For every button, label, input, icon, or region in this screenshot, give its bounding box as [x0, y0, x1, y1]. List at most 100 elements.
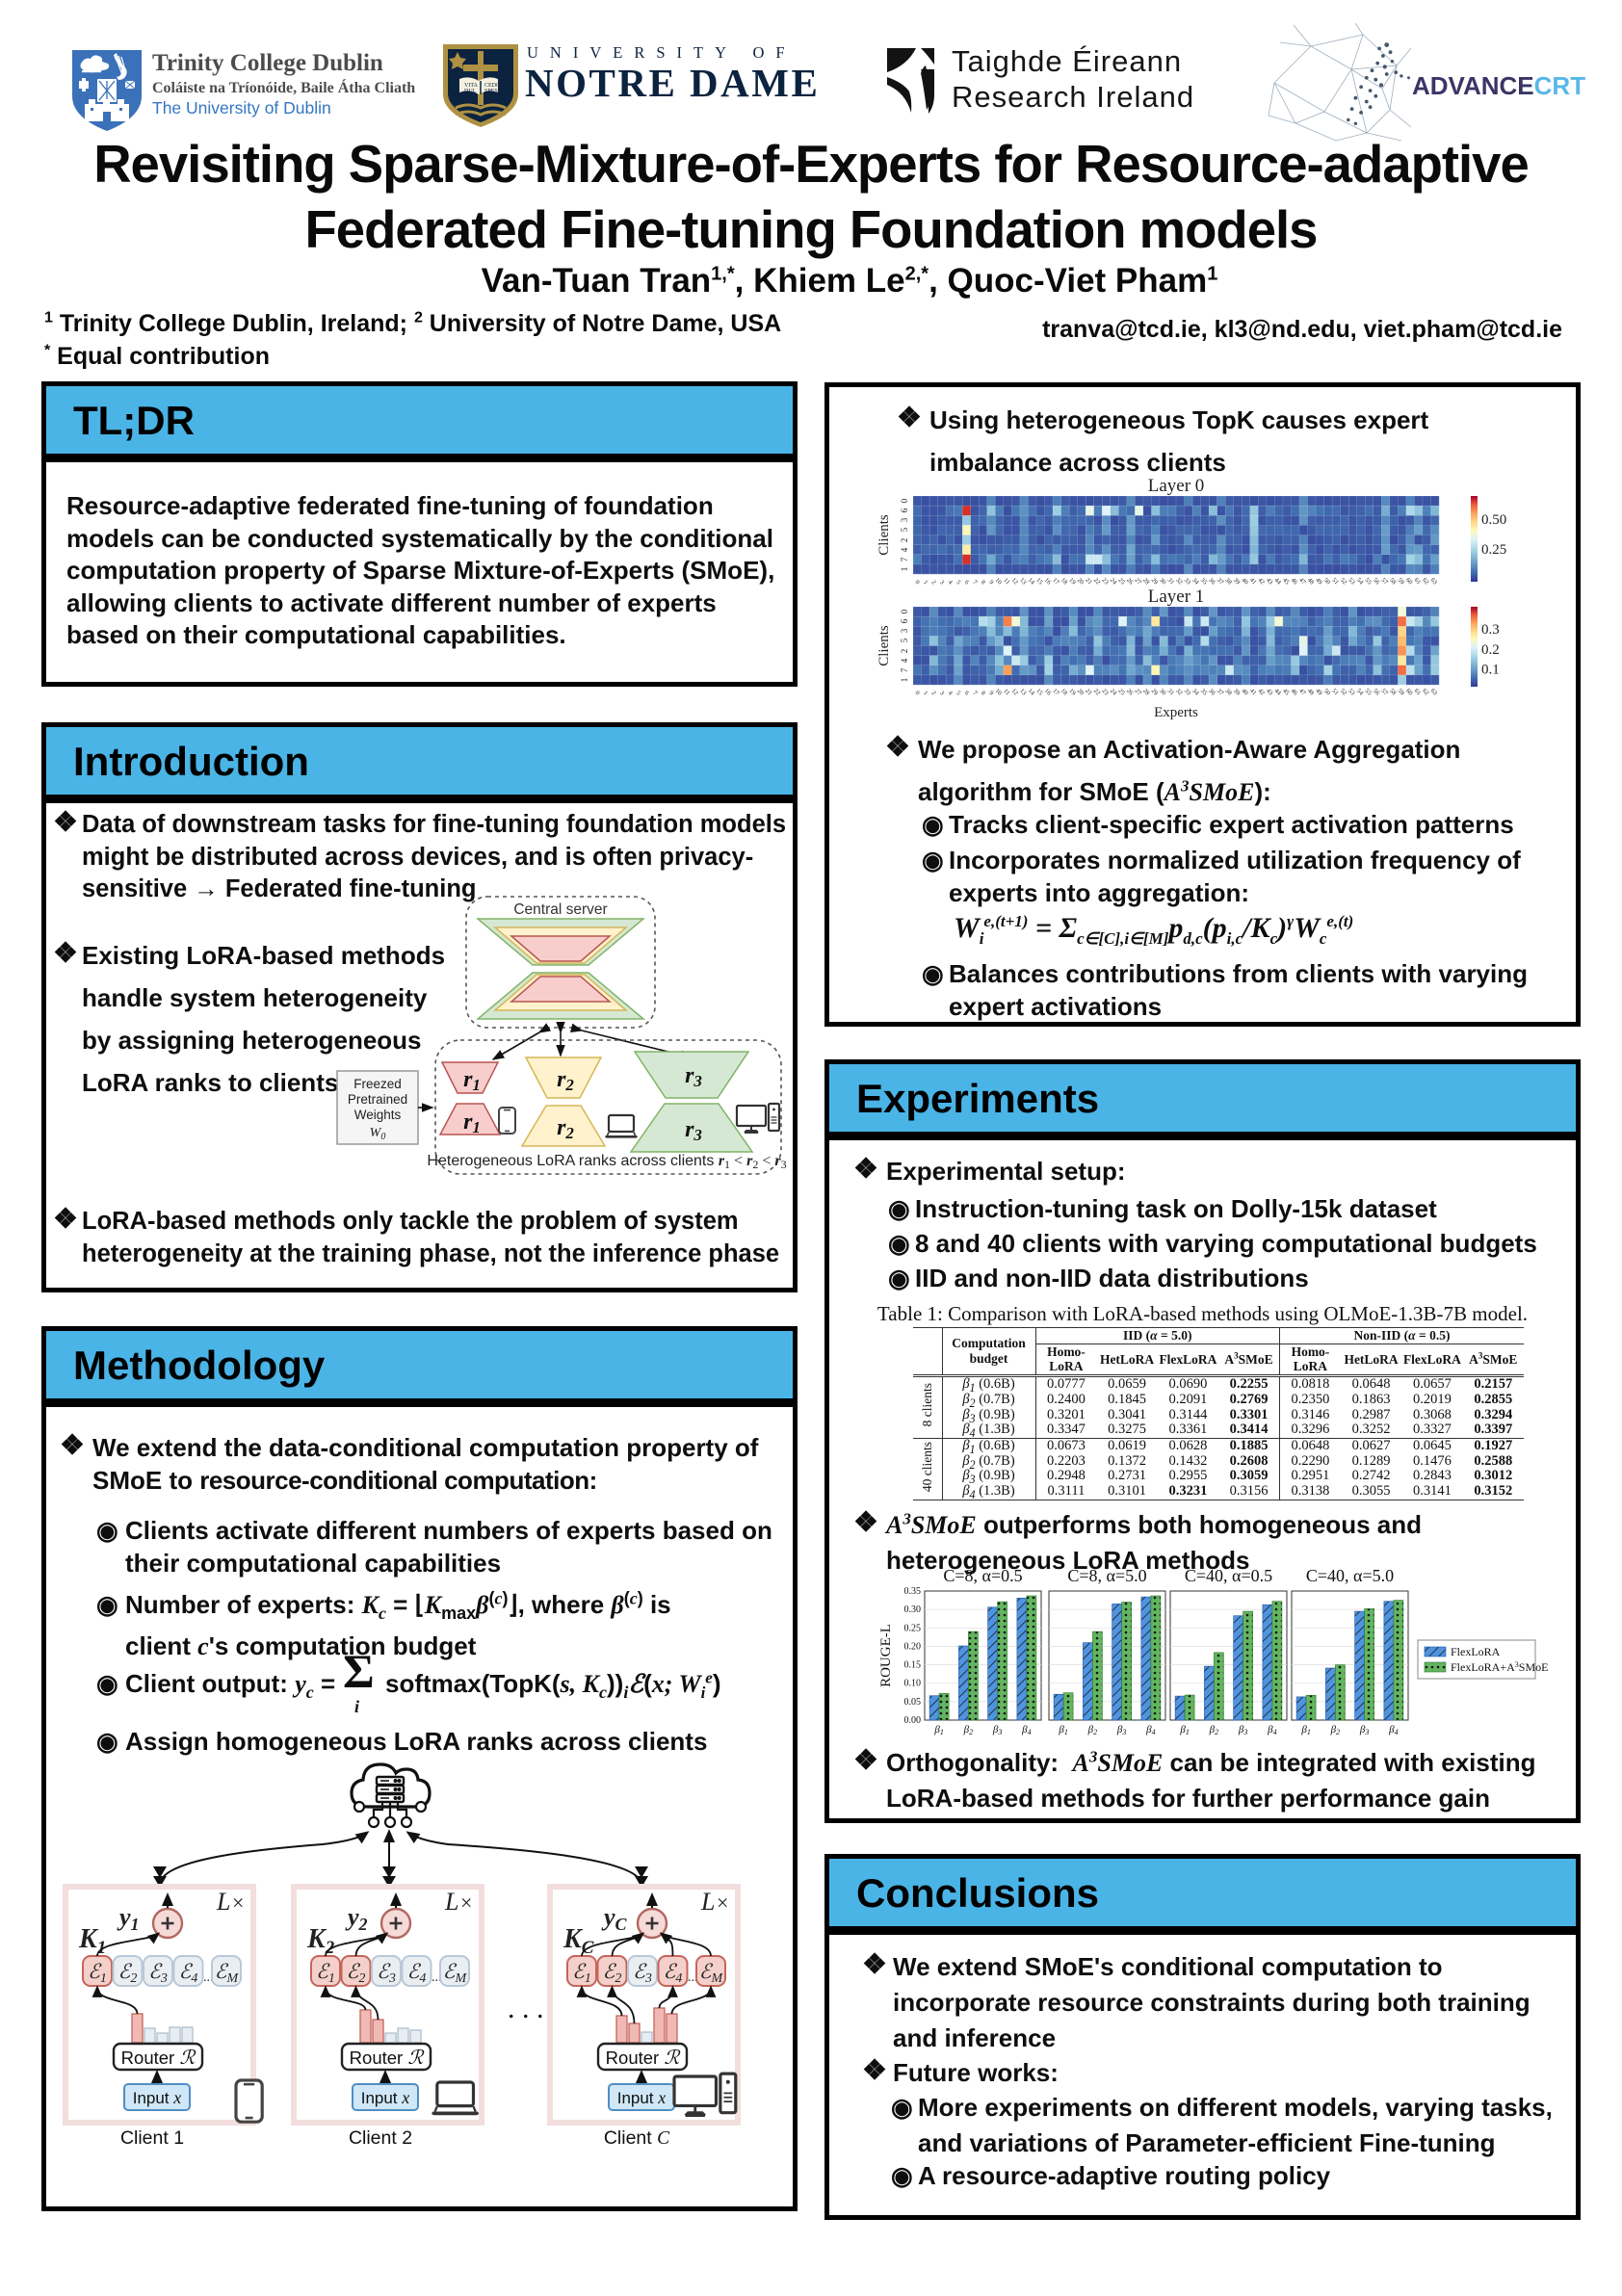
svg-text:1: 1 — [922, 579, 929, 586]
svg-text:30: 30 — [1158, 688, 1167, 697]
svg-text:C=40, α=0.5: C=40, α=0.5 — [1185, 1566, 1272, 1585]
svg-text:Input x: Input x — [617, 2088, 667, 2107]
svg-text:y2: y2 — [345, 1903, 368, 1934]
svg-text:β4: β4 — [1021, 1724, 1031, 1736]
svg-text:12: 12 — [1010, 577, 1020, 587]
svg-text:33: 33 — [1183, 688, 1192, 697]
svg-text:51: 51 — [1330, 577, 1340, 587]
svg-text:39: 39 — [1232, 577, 1242, 587]
svg-text:24: 24 — [1109, 688, 1118, 697]
svg-text:38: 38 — [1223, 688, 1233, 697]
svg-text:38: 38 — [1223, 577, 1233, 587]
svg-text:0.20: 0.20 — [904, 1641, 922, 1652]
svg-text:4: 4 — [947, 579, 955, 587]
svg-text:31: 31 — [1166, 688, 1176, 697]
svg-text:Layer 1: Layer 1 — [1148, 587, 1205, 607]
svg-text:y1: y1 — [117, 1903, 140, 1934]
svg-text:63: 63 — [1429, 577, 1439, 587]
svg-text:2: 2 — [900, 538, 909, 543]
svg-text:44: 44 — [1273, 688, 1283, 697]
svg-text:51: 51 — [1330, 688, 1340, 697]
svg-text:37: 37 — [1216, 577, 1225, 587]
svg-text:Research Ireland: Research Ireland — [952, 80, 1194, 114]
svg-text:7: 7 — [971, 579, 979, 587]
svg-text:20: 20 — [1076, 688, 1086, 697]
svg-text:Pretrained: Pretrained — [348, 1092, 407, 1107]
svg-text:Heterogeneous LoRA ranks acros: Heterogeneous LoRA ranks across clients … — [427, 1153, 786, 1171]
svg-text:5: 5 — [955, 690, 961, 696]
svg-text:61: 61 — [1413, 688, 1423, 697]
svg-text:Clients: Clients — [876, 625, 892, 666]
svg-text:15: 15 — [1034, 577, 1044, 587]
svg-text:CEDO: CEDO — [484, 83, 501, 89]
svg-text:...: ... — [203, 1970, 214, 1985]
svg-text:58: 58 — [1388, 688, 1398, 697]
svg-text:K2: K2 — [306, 1924, 335, 1958]
svg-text:30: 30 — [1158, 577, 1167, 587]
svg-text:52: 52 — [1339, 688, 1348, 697]
svg-text:1: 1 — [900, 567, 909, 572]
svg-text:yC: yC — [601, 1903, 628, 1934]
svg-text:Router ℛ: Router ℛ — [350, 2048, 426, 2069]
svg-text:55: 55 — [1363, 577, 1373, 587]
svg-text:SPES: SPES — [484, 89, 498, 94]
svg-text:48: 48 — [1306, 688, 1316, 697]
svg-text:1: 1 — [922, 690, 929, 696]
svg-text:36: 36 — [1207, 577, 1216, 587]
svg-text:45: 45 — [1281, 688, 1291, 697]
svg-text:18: 18 — [1060, 688, 1069, 697]
svg-text:59: 59 — [1397, 577, 1406, 587]
svg-text:C=8, α=5.0: C=8, α=5.0 — [1067, 1566, 1146, 1585]
svg-text:59: 59 — [1397, 688, 1406, 697]
svg-text:37: 37 — [1216, 688, 1225, 697]
svg-text:KC: KC — [562, 1924, 594, 1958]
svg-text:0.15: 0.15 — [904, 1660, 922, 1671]
svg-text:13: 13 — [1018, 577, 1028, 587]
svg-text:54: 54 — [1355, 577, 1365, 587]
svg-text:K1: K1 — [78, 1924, 106, 1958]
svg-text:. . .: . . . — [508, 1993, 544, 2024]
svg-text:63: 63 — [1429, 688, 1439, 697]
svg-text:25: 25 — [1116, 577, 1126, 587]
svg-text:10: 10 — [994, 688, 1004, 697]
svg-text:4: 4 — [900, 547, 909, 552]
svg-text:21: 21 — [1084, 688, 1093, 697]
svg-text:0: 0 — [914, 690, 921, 696]
svg-text:×: × — [717, 1891, 728, 1915]
svg-text:C=8, α=0.5: C=8, α=0.5 — [943, 1566, 1022, 1585]
svg-text:β1: β1 — [933, 1724, 943, 1736]
svg-text:22: 22 — [1092, 577, 1102, 587]
svg-text:3: 3 — [938, 690, 945, 696]
svg-text:NOTRE DAME: NOTRE DAME — [525, 61, 820, 105]
svg-text:β3: β3 — [1116, 1724, 1126, 1736]
svg-text:8: 8 — [980, 690, 986, 696]
svg-text:25: 25 — [1116, 688, 1126, 697]
svg-text:The University of Dublin: The University of Dublin — [152, 98, 331, 117]
svg-text:32: 32 — [1174, 577, 1184, 587]
svg-text:27: 27 — [1134, 577, 1143, 587]
svg-text:24: 24 — [1109, 577, 1118, 587]
svg-text:11: 11 — [1002, 577, 1010, 586]
svg-text:28: 28 — [1141, 688, 1151, 697]
svg-text:0.50: 0.50 — [1481, 512, 1506, 528]
svg-text:0.2: 0.2 — [1481, 642, 1500, 658]
svg-text:42: 42 — [1257, 577, 1267, 587]
svg-text:0.25: 0.25 — [1481, 542, 1506, 558]
svg-text:52: 52 — [1339, 577, 1348, 587]
svg-text:Trinity College Dublin: Trinity College Dublin — [152, 50, 383, 76]
svg-text:26: 26 — [1125, 577, 1135, 587]
svg-text:5: 5 — [955, 579, 961, 586]
svg-text:Coláiste na Tríonóide, Baile Á: Coláiste na Tríonóide, Baile Átha Cliath — [152, 78, 415, 96]
svg-text:34: 34 — [1190, 577, 1200, 587]
svg-text:Weights: Weights — [354, 1108, 402, 1122]
svg-text:0.30: 0.30 — [904, 1605, 922, 1615]
svg-text:26: 26 — [1125, 688, 1135, 697]
svg-text:β3: β3 — [1359, 1724, 1369, 1736]
svg-text:13: 13 — [1018, 688, 1028, 697]
svg-text:14: 14 — [1027, 688, 1036, 697]
svg-text:56: 56 — [1372, 577, 1381, 587]
svg-text:4: 4 — [947, 690, 955, 697]
svg-text:0.00: 0.00 — [904, 1715, 922, 1726]
svg-text:0: 0 — [900, 609, 909, 613]
svg-text:0.3: 0.3 — [1481, 622, 1500, 638]
